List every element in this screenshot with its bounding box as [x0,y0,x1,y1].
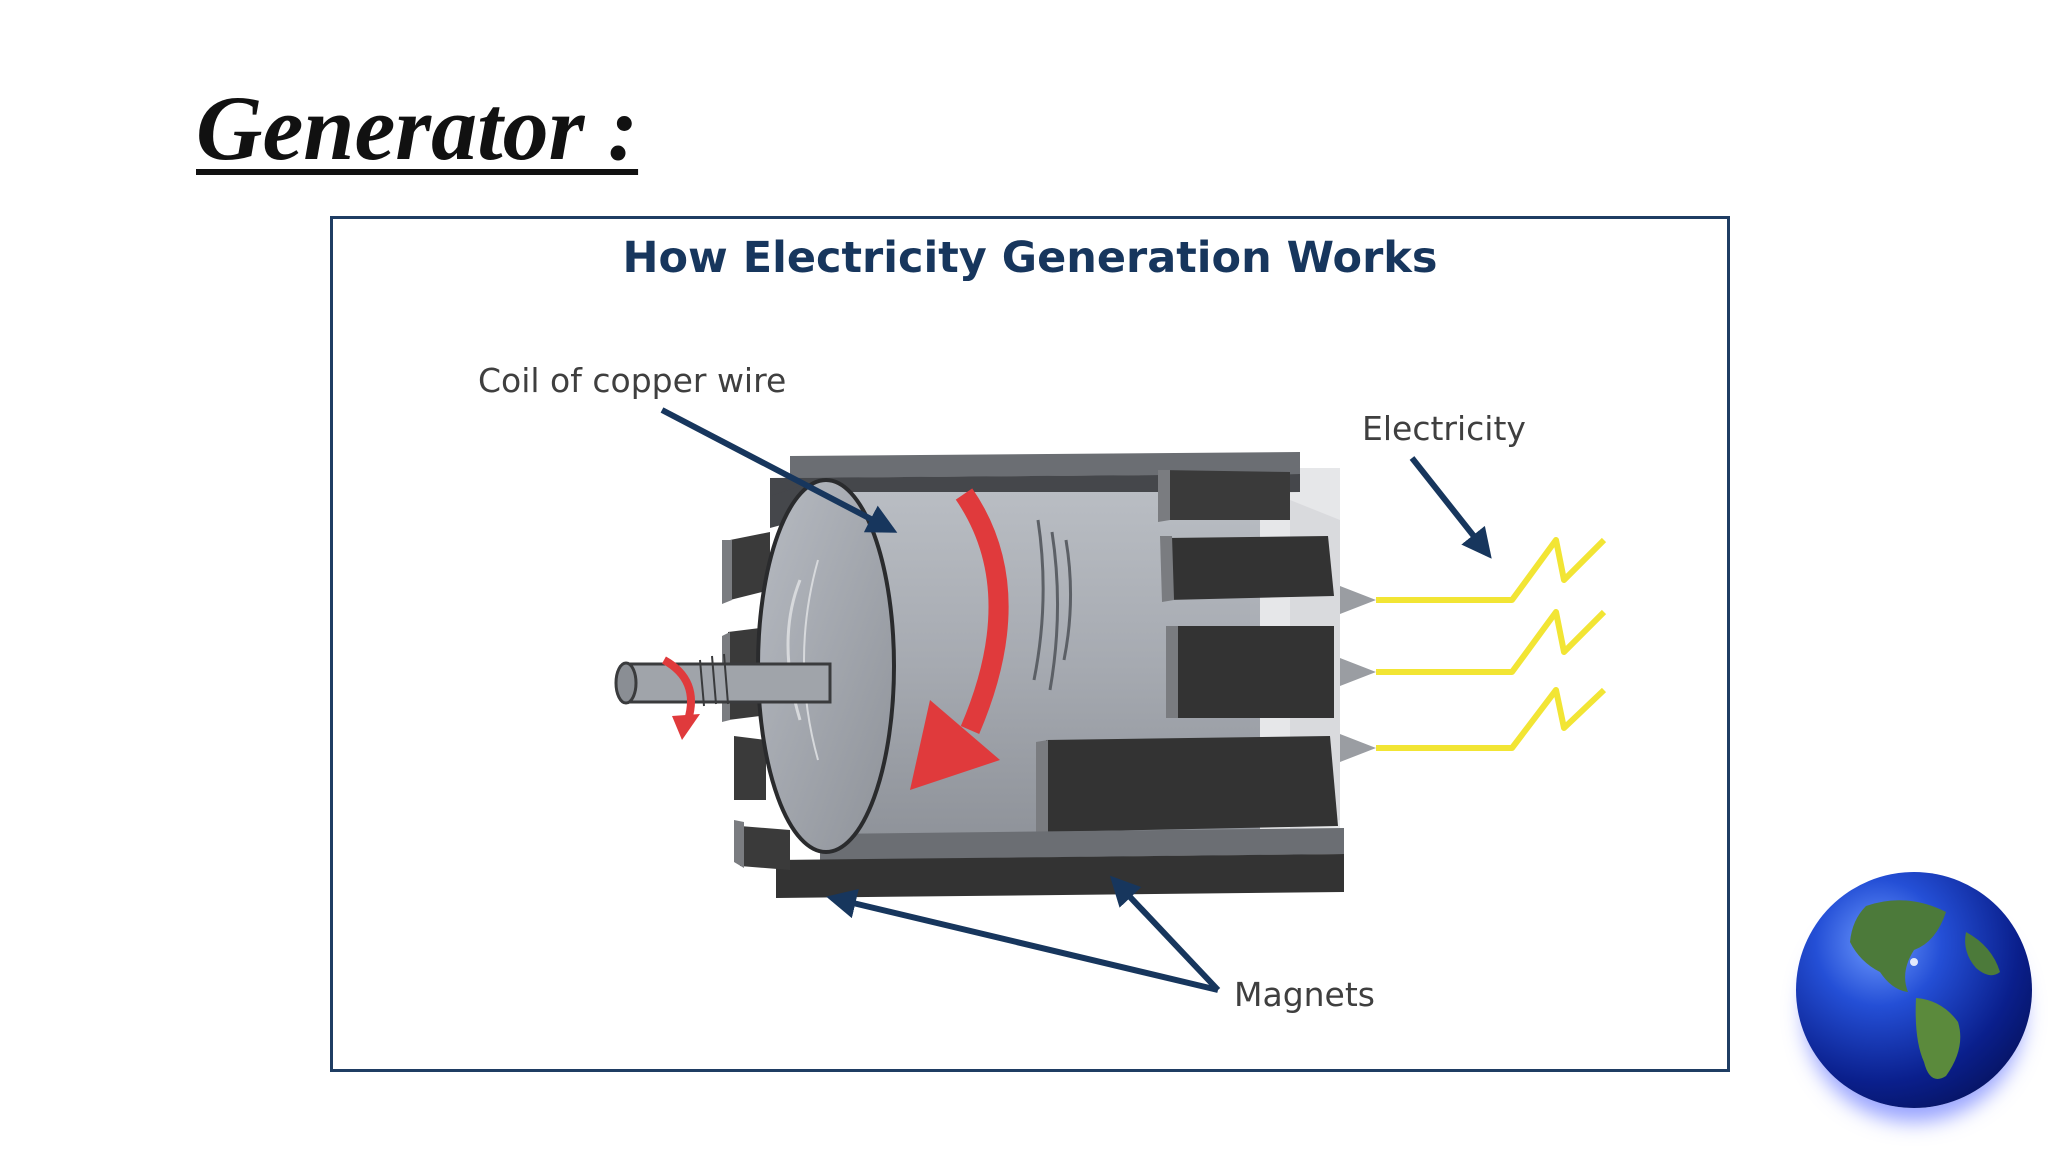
shaft-rotation-arrow [661,656,700,740]
electricity-label: Electricity [1362,409,1526,448]
magnets-right [1036,470,1338,836]
globe-continents [1850,900,2000,1079]
coil-label: Coil of copper wire [478,361,786,400]
diagram-title: How Electricity Generation Works [623,233,1438,283]
slide-title: Generator : [196,77,639,179]
swirl-marks [1032,519,1073,691]
coil-pointer-arrow [660,407,898,533]
electricity-lines [1376,537,1607,751]
magnets-pointer-arrow-left [826,888,1219,993]
magnets-label: Magnets [1234,975,1375,1014]
shaft [614,653,832,707]
coil-rotation-arrow [910,488,1009,790]
pointer-arrows [660,407,1492,993]
magnet-bottom [776,828,1344,898]
earth-globe-icon [1796,872,2032,1108]
magnets-pointer-arrow-right [1109,875,1221,993]
terminals [1340,586,1376,762]
electricity-pointer-arrow [1409,456,1492,559]
